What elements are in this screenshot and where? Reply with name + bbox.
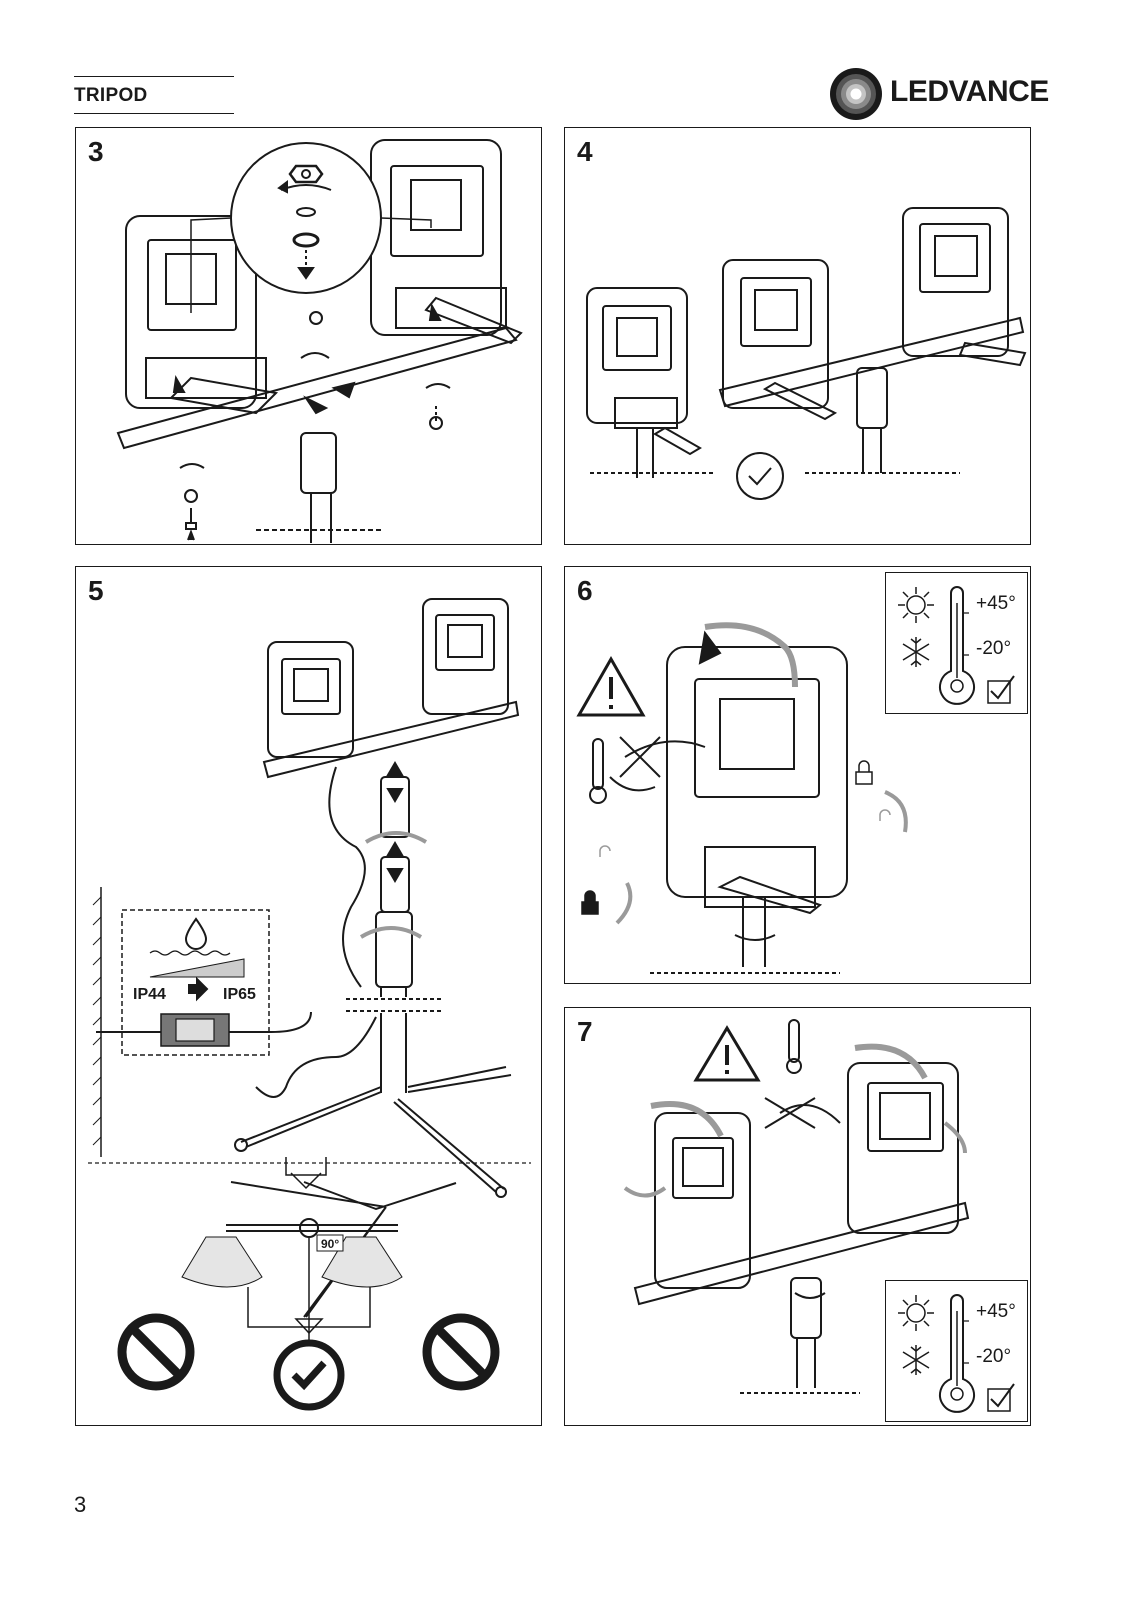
arrow-right-icon bbox=[188, 976, 209, 1002]
header-rule-bottom bbox=[74, 113, 234, 114]
thermometer-icon bbox=[788, 1019, 800, 1063]
thermometer-icon bbox=[592, 738, 604, 790]
temperature-range-box: +45° -20° bbox=[885, 572, 1028, 714]
max-temperature: +45° bbox=[976, 593, 1016, 614]
padlock-closed-icon bbox=[855, 760, 873, 785]
section-title: TRIPOD bbox=[74, 85, 148, 106]
step-5-panel: 5 bbox=[75, 566, 542, 1426]
max-temperature: +45° bbox=[976, 1301, 1016, 1322]
thermometer-icon bbox=[939, 1294, 975, 1413]
dual-floodlight-tilt-illustration bbox=[623, 1019, 970, 1394]
floodlight-tilt-adjustment-illustration bbox=[576, 622, 908, 974]
step-3-panel: 3 bbox=[75, 127, 542, 545]
sun-icon bbox=[898, 1295, 934, 1331]
thermometer-icon bbox=[939, 586, 975, 705]
temperature-range-box: +45° -20° bbox=[885, 1280, 1028, 1422]
ledvance-logo: LEDVANCE bbox=[828, 66, 1049, 122]
step-number: 4 bbox=[577, 136, 593, 167]
prohibited-icon bbox=[422, 1313, 500, 1391]
temperature-icons bbox=[898, 586, 1015, 705]
step-7-panel: 7 bbox=[564, 1007, 1031, 1426]
header-rule-top bbox=[74, 76, 234, 77]
min-temperature: -20° bbox=[976, 1346, 1012, 1367]
temperature-icons bbox=[898, 1294, 1015, 1413]
min-temperature: -20° bbox=[976, 638, 1012, 659]
rotation-angle-label: 90° bbox=[321, 1237, 340, 1251]
water-drop-icon bbox=[184, 917, 208, 950]
step-number: 6 bbox=[577, 575, 593, 606]
brand-name: LEDVANCE bbox=[890, 75, 1049, 108]
checkbox-checked-icon bbox=[987, 675, 1015, 704]
step-6-panel: 6 bbox=[564, 566, 1031, 984]
snowflake-icon bbox=[902, 1345, 930, 1375]
ledvance-logo-icon bbox=[830, 68, 882, 120]
floodlight-bracket-assembly-illustration bbox=[116, 139, 523, 543]
snowflake-icon bbox=[902, 637, 930, 667]
warning-triangle-icon bbox=[693, 1025, 761, 1082]
step-number: 3 bbox=[88, 136, 104, 167]
checkbox-checked-icon bbox=[987, 1383, 1015, 1412]
step-number: 5 bbox=[88, 575, 104, 606]
warning-triangle-icon bbox=[576, 655, 646, 717]
tripod-height-and-cable-illustration bbox=[88, 598, 531, 1411]
padlock-open-icon bbox=[599, 845, 611, 857]
check-circle-icon bbox=[273, 1339, 345, 1411]
step-4-panel: 4 bbox=[564, 127, 1031, 545]
check-circle-icon bbox=[736, 452, 784, 500]
padlock-closed-icon bbox=[581, 890, 599, 915]
ip-rating-from: IP44 bbox=[133, 986, 166, 1003]
ip-rating-to: IP65 bbox=[223, 986, 256, 1003]
floodlight-mounted-illustration bbox=[586, 207, 1027, 500]
prohibited-icon bbox=[117, 1313, 195, 1391]
padlock-open-icon bbox=[879, 809, 891, 821]
step-number: 7 bbox=[577, 1016, 593, 1047]
sun-icon bbox=[898, 587, 934, 623]
page-number: 3 bbox=[74, 1492, 87, 1517]
